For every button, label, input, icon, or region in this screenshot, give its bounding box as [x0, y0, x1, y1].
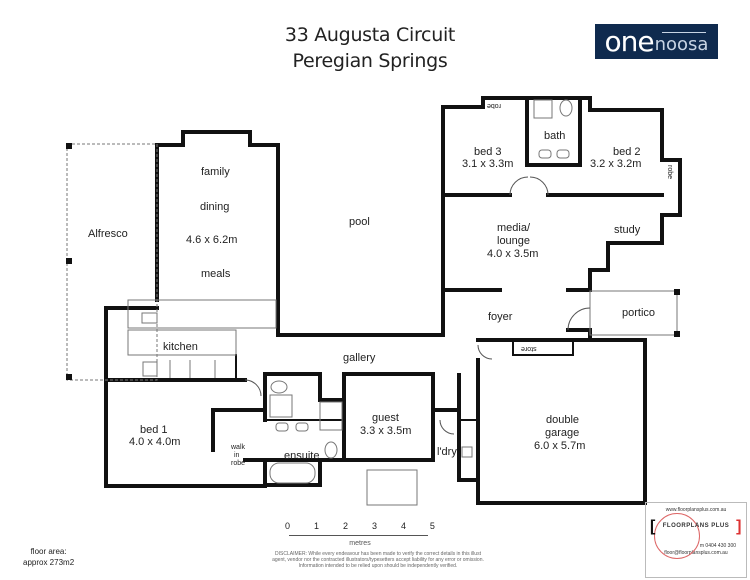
room-garage-line1: double [546, 414, 580, 426]
room-store: store [521, 345, 537, 352]
disclaimer: DISCLAIMER: While every endeavour has be… [228, 551, 528, 569]
scale-tick: 0 [285, 521, 291, 531]
room-guest-dims: 3.3 x 3.5m [360, 425, 412, 437]
logo-one: one [604, 24, 655, 58]
scale-tick: 5 [429, 521, 435, 531]
floor-area-value: approx 273m2 [23, 558, 75, 567]
room-bed3-dims: 3.1 x 3.3m [462, 158, 514, 170]
room-media-dims: 4.0 x 3.5m [487, 248, 539, 260]
disclaimer-line: Information intended to be relied upon s… [298, 563, 458, 569]
badge-email[interactable]: floor@floorplansplus.com.au [664, 550, 728, 556]
room-gallery: gallery [343, 352, 376, 364]
badge-circle-icon [654, 513, 700, 559]
scale-tick: 3 [371, 521, 377, 531]
address-street: 33 Augusta Circuit [284, 24, 456, 46]
room-bed3: bed 3 [474, 146, 502, 158]
room-family-dims: 4.6 x 6.2m [186, 234, 238, 246]
floor-area: floor area: approx 273m2 [23, 546, 74, 568]
room-foyer: foyer [488, 311, 513, 323]
scale-tick: 2 [342, 521, 348, 531]
room-robe-bed3: robe [487, 102, 502, 109]
room-study: study [614, 224, 641, 236]
room-bed2-dims: 3.2 x 3.2m [590, 158, 642, 170]
scale-unit: metres [349, 540, 371, 547]
disclaimer-line: agent, vendor nor the contracted illustr… [272, 557, 484, 563]
room-media: media/ [497, 222, 531, 234]
logo-bar [662, 32, 706, 33]
onenoosa-logo: one noosa [595, 24, 718, 59]
room-kitchen: kitchen [163, 341, 198, 353]
room-walk-in-robe-3: robe [231, 460, 246, 467]
room-portico: portico [622, 307, 656, 319]
room-lounge: lounge [497, 235, 531, 247]
badge-phone: m 0404 430 300 [699, 543, 736, 549]
room-robe-bed2: robe [666, 164, 674, 180]
room-pool: pool [349, 216, 370, 228]
scale-tick: 1 [313, 521, 319, 531]
room-bed1-dims: 4.0 x 4.0m [129, 436, 181, 448]
room-meals: meals [201, 268, 231, 280]
disclaimer-line: DISCLAIMER: While every endeavour has be… [275, 551, 481, 557]
room-laundry: l'dry [437, 446, 457, 458]
room-guest: guest [372, 412, 399, 424]
logo-noosa: noosa [654, 33, 709, 55]
room-walk-in-robe-1: walk [231, 444, 246, 451]
badge-website[interactable]: www.floorplansplus.com.au [665, 507, 727, 513]
scale-tick: 4 [400, 521, 406, 531]
floor-area-label: floor area: [30, 547, 67, 556]
floorplans-plus-badge: www.floorplansplus.com.au FLOORPLANS PLU… [645, 502, 747, 578]
address-suburb: Peregian Springs [292, 50, 448, 72]
property-address: 33 Augusta Circuit Peregian Springs [260, 22, 480, 74]
room-ensuite: ensuite [284, 450, 320, 462]
room-alfresco: Alfresco [88, 228, 128, 240]
room-garage-line2: garage [545, 427, 580, 439]
room-walk-in-robe-2: in [234, 452, 240, 459]
room-bath: bath [544, 130, 566, 142]
room-dining: dining [200, 201, 230, 213]
room-bed2: bed 2 [613, 146, 641, 158]
scale-ticks: 0 1 2 3 4 5 [285, 521, 435, 531]
room-family: family [201, 166, 230, 178]
scale-axis [289, 535, 428, 536]
scale-bar: 0 1 2 3 4 5 metres [285, 521, 445, 551]
room-bed1: bed 1 [140, 424, 168, 436]
room-garage-dims: 6.0 x 5.7m [534, 440, 586, 452]
badge-brand: FLOORPLANS PLUS [650, 518, 742, 536]
